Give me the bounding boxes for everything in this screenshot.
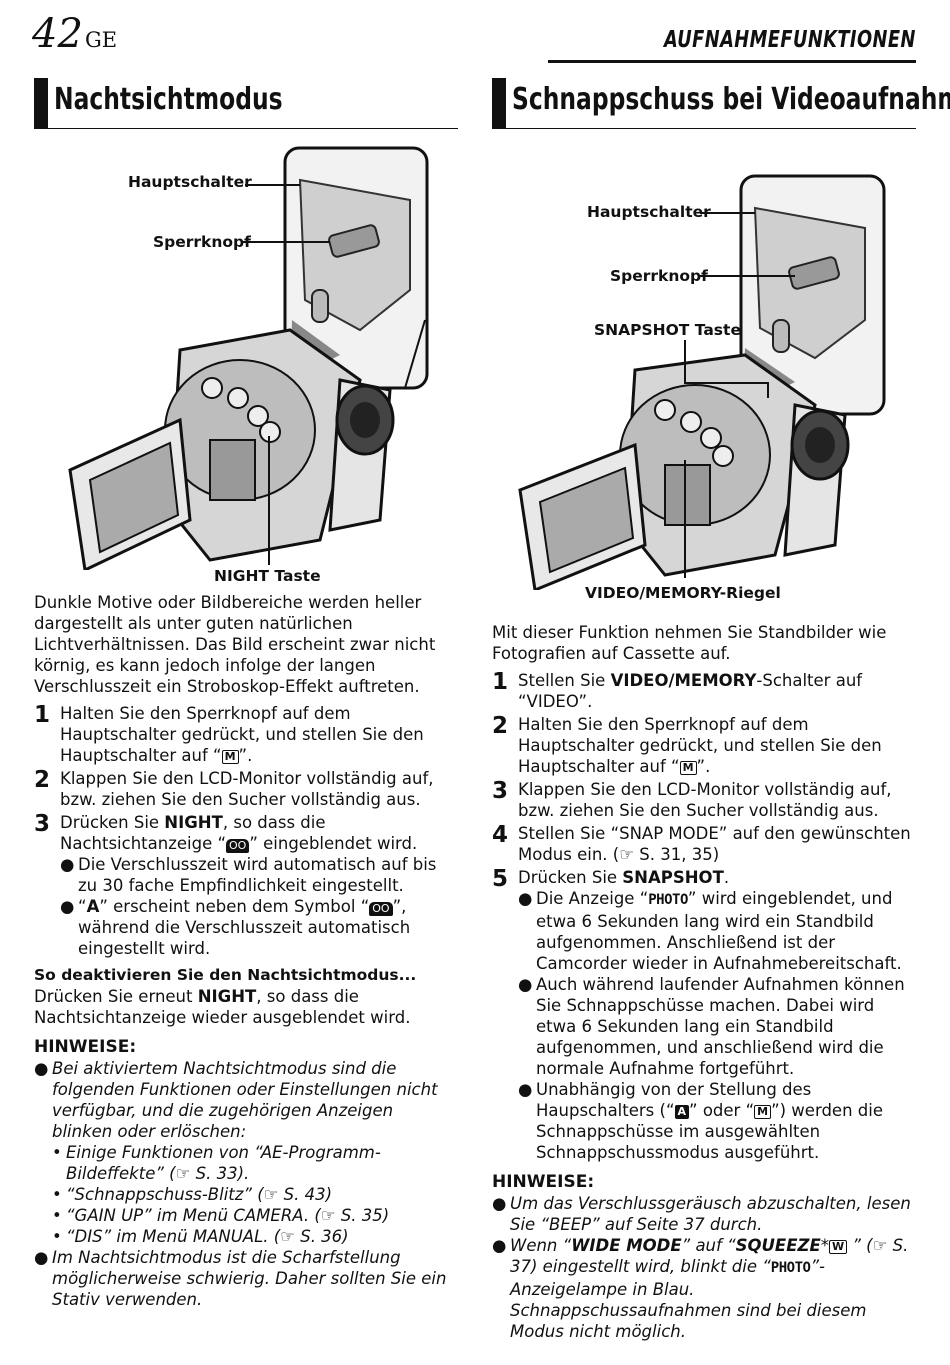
left-section-title: Nachtsichtmodus — [54, 82, 283, 117]
night-owl-icon: OO — [226, 839, 250, 853]
callout-lock-button-left: Sperrknopf — [153, 233, 251, 251]
left-step-3: 3 Drücken Sie NIGHT, so dass die Nachtsi… — [34, 812, 452, 959]
deactivate-text: Drücken Sie erneut NIGHT, so dass die Na… — [34, 987, 411, 1027]
camcorder-illustration-snapshot — [518, 174, 886, 590]
left-section-bar — [34, 78, 48, 128]
photo-indicator: PHOTO — [648, 892, 688, 908]
auto-shutter-icon: A — [86, 897, 100, 916]
callout-night-button: NIGHT Taste — [214, 567, 321, 585]
camcorder-illustration-night — [68, 146, 429, 570]
right-step5-bullet-1: ●Die Anzeige “PHOTO” wird eingeblendet, … — [518, 889, 902, 973]
callout-main-switch-right: Hauptschalter — [587, 203, 711, 221]
right-step5-bullet-2: ●Auch während laufender Aufnahmen können… — [518, 975, 905, 1078]
callout-video-memory-lever: VIDEO/MEMORY-Riegel — [585, 584, 781, 602]
right-section-bar — [492, 78, 506, 128]
page-number: 42 — [32, 11, 83, 57]
auto-mode-icon: A — [674, 1105, 690, 1119]
left-sub-notes: •Einige Funktionen von “AE-Programm-Bild… — [34, 1142, 452, 1247]
right-note-2: ●Wenn “WIDE MODE” auf “SQUEEZE*W ” (☞ S.… — [492, 1236, 909, 1341]
left-note-1: ●Bei aktiviertem Nachtsichtmodus sind di… — [34, 1059, 438, 1141]
callout-snapshot-button: SNAPSHOT Taste — [594, 321, 741, 339]
right-step5-bullet-3: ●Unabhängig von der Stellung des Haupsch… — [518, 1080, 883, 1162]
right-step-1: 1 Stellen Sie VIDEO/MEMORY-Schalter auf … — [492, 669, 863, 711]
deactivate-heading: So deaktivieren Sie den Nachtsichtmodus.… — [34, 966, 417, 984]
left-step-1: 1 Halten Sie den Sperrknopf auf dem Haup… — [34, 702, 424, 765]
manual-mode-icon: M — [754, 1105, 772, 1119]
left-step-2: 2 Klappen Sie den LCD-Monitor vollständi… — [34, 767, 434, 809]
callout-main-switch-left: Hauptschalter — [128, 173, 252, 191]
right-step-4: 4 Stellen Sie “SNAP MODE” auf den gewüns… — [492, 822, 911, 864]
sub-note: •“DIS” im Menü MANUAL. (☞ S. 36) — [52, 1227, 349, 1246]
left-notes-heading: HINWEISE: — [34, 1037, 137, 1057]
wide-mode-icon: W — [828, 1240, 848, 1254]
page-header: AUFNAHMEFUNKTIONEN — [664, 27, 916, 53]
left-section-rule — [34, 128, 458, 129]
left-step3-bullet-1: ●Die Verschlusszeit wird automatisch auf… — [60, 855, 437, 895]
photo-indicator: PHOTO — [770, 1260, 811, 1276]
right-note-1: ●Um das Verschlussgeräusch abzuschalten,… — [492, 1194, 911, 1234]
left-column: Dunkle Motive oder Bildbereiche werden h… — [34, 592, 452, 1310]
left-intro: Dunkle Motive oder Bildbereiche werden h… — [34, 593, 436, 696]
left-note-2: ●Im Nachtsichtmodus ist die Scharfstellu… — [34, 1248, 447, 1309]
callout-lock-button-right: Sperrknopf — [610, 267, 708, 285]
header-rule — [548, 60, 916, 63]
right-section-rule — [492, 128, 916, 129]
right-intro: Mit dieser Funktion nehmen Sie Standbild… — [492, 623, 887, 663]
right-notes-heading: HINWEISE: — [492, 1172, 595, 1192]
manual-mode-icon: M — [221, 750, 239, 764]
right-column: Mit dieser Funktion nehmen Sie Standbild… — [492, 622, 916, 1342]
sub-note: •“Schnappschuss-Blitz” (☞ S. 43) — [52, 1185, 333, 1204]
right-step-5: 5 Drücken Sie SNAPSHOT. ●Die Anzeige “PH… — [492, 867, 916, 1163]
sub-note: •Einige Funktionen von “AE-Programm-Bild… — [52, 1143, 381, 1183]
night-owl-icon: OO — [369, 902, 393, 916]
page-language: GE — [85, 28, 118, 52]
manual-mode-icon: M — [679, 761, 697, 775]
sub-note: •“GAIN UP” im Menü CAMERA. (☞ S. 35) — [52, 1206, 390, 1225]
right-section-title: Schnappschuss bei Videoaufnahmen — [512, 82, 950, 117]
right-step-3: 3 Klappen Sie den LCD-Monitor vollständi… — [492, 778, 892, 820]
left-step3-bullet-2: ●“A” erscheint neben dem Symbol “OO”, wä… — [60, 897, 411, 958]
right-step-2: 2 Halten Sie den Sperrknopf auf dem Haup… — [492, 713, 882, 776]
